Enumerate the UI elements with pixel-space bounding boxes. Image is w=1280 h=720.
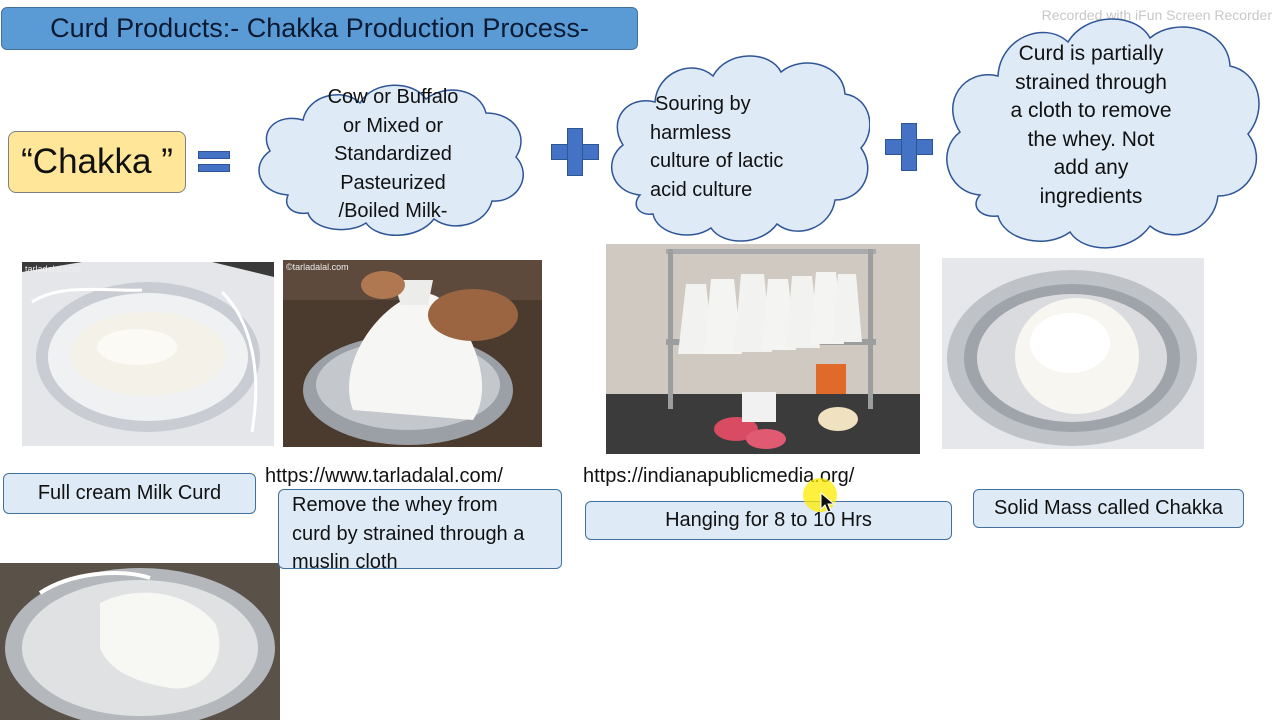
cloud-line: harmless xyxy=(650,121,732,144)
cloud-line: Curd is partially xyxy=(1018,42,1164,65)
label-line: curd by strained through a xyxy=(292,522,525,545)
plus-icon xyxy=(885,123,933,171)
cursor-highlight xyxy=(803,478,837,512)
cloud-line: Standardized xyxy=(334,143,452,165)
full-cream-label: Full cream Milk Curd xyxy=(3,473,256,514)
label-line: Remove the whey from xyxy=(292,494,498,516)
slide-title: Curd Products:- Chakka Production Proces… xyxy=(1,7,638,50)
cloud-line: acid culture xyxy=(650,178,753,201)
cloud-line: Souring by xyxy=(655,93,751,115)
cloud-line: culture of lactic xyxy=(650,150,784,172)
hanging-curd-bags-photo xyxy=(606,244,920,454)
cloud-line: Pasteurized xyxy=(340,171,446,194)
chakka-mass-photo xyxy=(0,563,280,720)
souring-cloud: Souring by harmless culture of lactic ac… xyxy=(605,50,870,245)
indianapublicmedia-url[interactable]: https://indianapublicmedia.org/ xyxy=(583,465,855,487)
cloud-line: the whey. Not xyxy=(1027,127,1155,151)
milk-source-cloud: Cow or Buffalo or Mixed or Standardized … xyxy=(248,75,533,240)
cloud-line: ingredients xyxy=(1039,184,1143,208)
tarladalal-url[interactable]: https://www.tarladalal.com/ xyxy=(265,465,503,487)
recorder-watermark: Recorded with iFun Screen Recorder xyxy=(1041,7,1272,23)
solid-chakka-photo xyxy=(942,258,1204,449)
solid-mass-label: Solid Mass called Chakka xyxy=(973,489,1244,528)
chakka-label-box: “Chakka ” xyxy=(8,131,186,193)
cloud-shape-icon xyxy=(258,84,524,236)
photo-credit: ©tarladalal.com xyxy=(286,262,349,272)
cloud-line: or Mixed or xyxy=(342,114,444,137)
equals-icon xyxy=(198,148,230,174)
straining-curd-photo: ©tarladalal.com xyxy=(283,260,542,447)
hanging-label: Hanging for 8 to 10 Hrs xyxy=(585,501,952,540)
plus-icon xyxy=(551,128,599,176)
straining-cloud: Curd is partially strained through a clo… xyxy=(938,10,1263,255)
cloud-line: /Boiled Milk- xyxy=(338,200,448,222)
cloud-line: add any xyxy=(1053,156,1129,179)
cloud-line: Cow or Buffalo xyxy=(327,86,459,108)
mouse-pointer-icon xyxy=(820,492,836,513)
label-line: muslin cloth xyxy=(292,551,398,573)
cloud-line: strained through xyxy=(1015,70,1167,94)
remove-whey-label: Remove the whey from curd by strained th… xyxy=(278,489,562,573)
cloud-line: a cloth to remove xyxy=(1010,99,1172,122)
curd-in-muslin-cloth-photo: tarladalal.com xyxy=(22,262,274,446)
cloud-shape-icon xyxy=(610,55,870,242)
photo-credit: tarladalal.com xyxy=(25,264,82,274)
cloud-shape-icon xyxy=(946,18,1260,249)
